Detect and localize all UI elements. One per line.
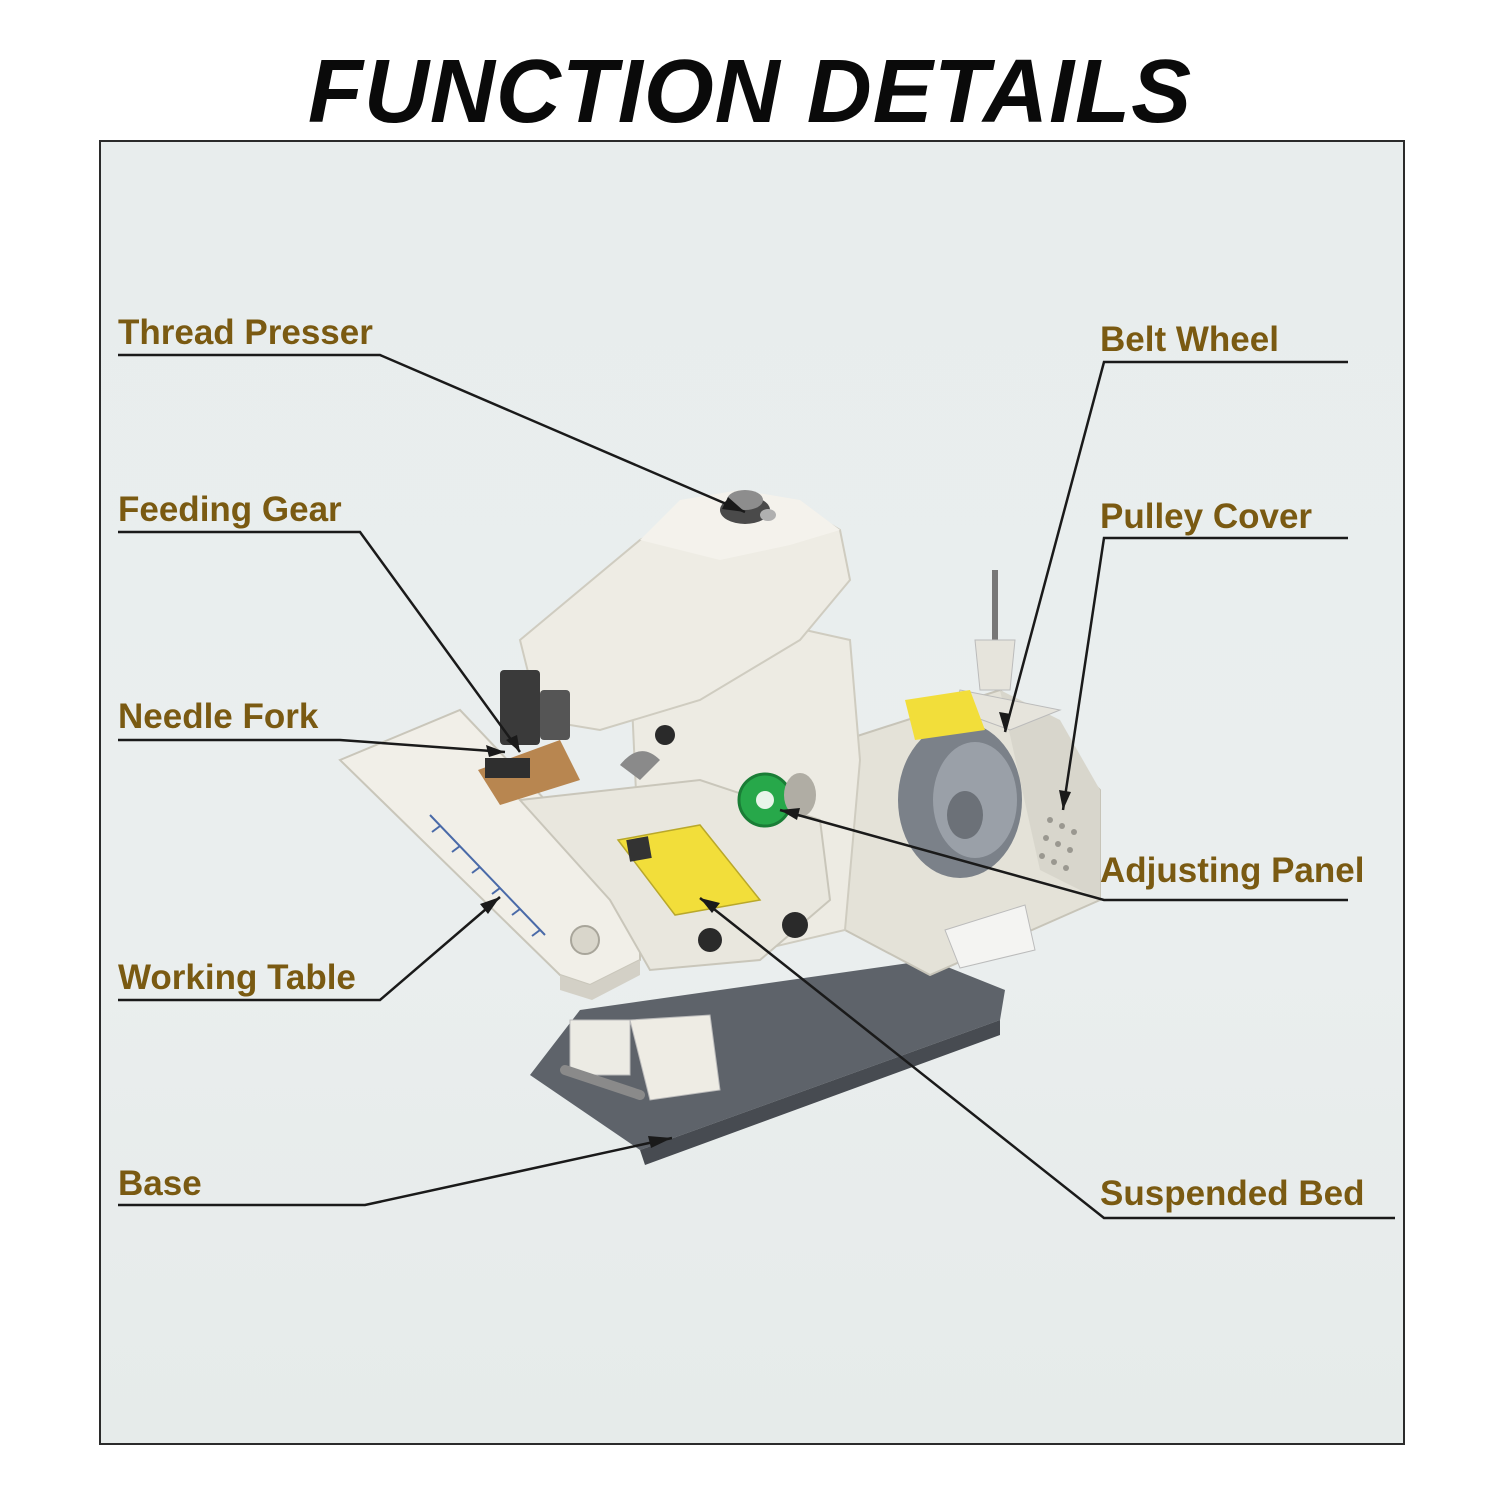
spool-pin <box>954 570 1062 731</box>
belt-wheel-part <box>898 722 1022 878</box>
leader-adjusting-panel <box>779 808 1348 902</box>
label-belt-wheel: Belt Wheel <box>1100 320 1279 359</box>
machine-base-plate <box>530 960 1005 1150</box>
pulley-cover-grille <box>1039 817 1077 871</box>
qr-code <box>626 836 652 862</box>
table-ruler-ticks <box>431 825 541 937</box>
leader-working-table <box>118 896 501 1002</box>
arm-top <box>640 490 840 560</box>
leader-thread-presser <box>118 353 746 514</box>
label-base: Base <box>118 1164 202 1203</box>
leader-suspended-bed <box>699 897 1395 1220</box>
label-thread-presser: Thread Presser <box>118 313 373 352</box>
power-plug <box>944 904 1036 969</box>
label-working-table: Working Table <box>118 958 356 997</box>
adjusting-dial <box>737 772 816 828</box>
table-screw <box>570 925 600 955</box>
direction-sticker <box>905 690 985 740</box>
working-table-edge <box>560 960 640 1000</box>
machine-base-edge <box>640 1020 1000 1165</box>
label-pulley-cover: Pulley Cover <box>1100 497 1313 536</box>
leader-pulley-cover <box>1061 536 1348 811</box>
knee-lever <box>560 1014 721 1101</box>
leader-belt-wheel <box>1003 360 1348 733</box>
leader-lines <box>118 353 1395 1220</box>
leader-needle-fork <box>118 738 506 754</box>
label-adjusting-panel: Adjusting Panel <box>1100 851 1365 890</box>
label-feeding-gear: Feeding Gear <box>118 490 342 529</box>
page-title: FUNCTION DETAILS <box>307 42 1193 142</box>
warning-label <box>616 824 762 916</box>
table-ruler <box>429 814 546 936</box>
needle-fork-assembly <box>478 670 660 805</box>
label-suspended-bed: Suspended Bed <box>1100 1174 1365 1213</box>
pulley-cover-shape <box>1000 690 1100 900</box>
leader-feeding-gear <box>118 530 522 753</box>
label-needle-fork: Needle Fork <box>118 697 319 736</box>
leader-arrowheads <box>480 497 1071 1148</box>
leader-base <box>118 1136 673 1207</box>
